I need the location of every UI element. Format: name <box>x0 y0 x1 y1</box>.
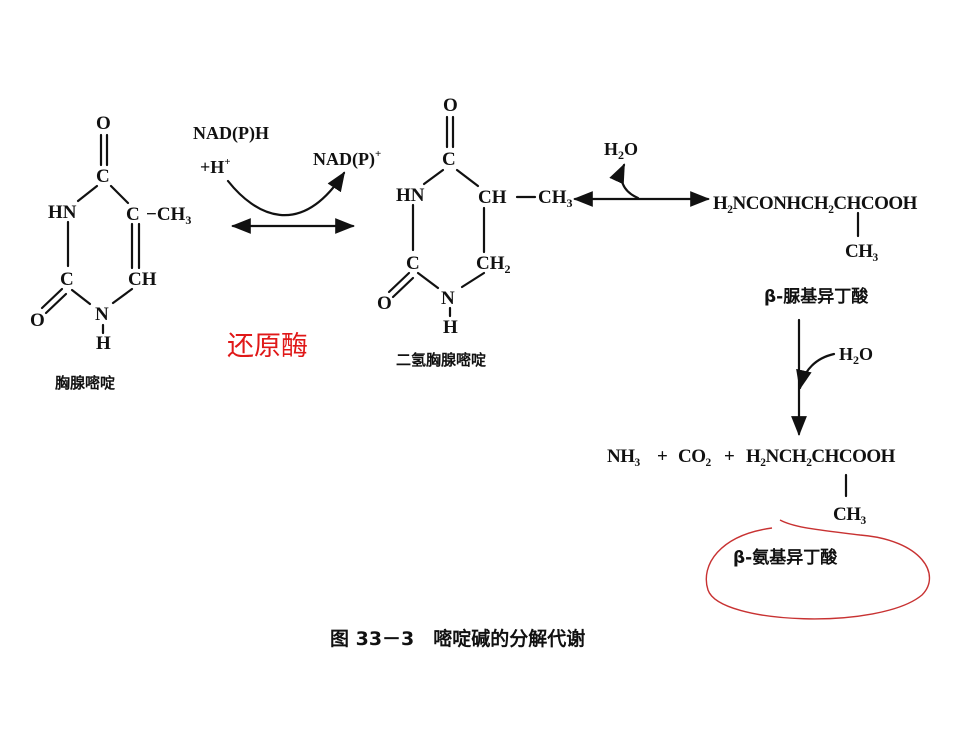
thymine-methyl: −CH3 <box>146 204 192 227</box>
thymine-bonds <box>40 133 141 335</box>
thymine-atom: C <box>60 269 74 290</box>
product-branch: CH₃ <box>833 504 866 525</box>
water-label-right: H2O <box>839 344 874 367</box>
dihydrothymine-atom: CH <box>478 187 507 208</box>
dihydrothymine-bonds <box>387 115 537 318</box>
thymine-atom: CH <box>128 269 157 290</box>
thymine-atom: O <box>96 113 111 134</box>
figure-caption: 图 33－3 嘧啶碱的分解代谢 <box>330 628 586 650</box>
nadp-plus-label: NAD(P)+ <box>313 148 382 169</box>
product-amino-formula: H₂NCH₂CHCOOH <box>746 446 895 467</box>
thymine-atom: H <box>96 333 111 354</box>
annotation-circle <box>705 519 931 620</box>
h-plus-label: +H+ <box>200 156 231 177</box>
dihydrothymine-atom: HN <box>396 185 425 206</box>
thymine-name: 胸腺嘧啶 <box>55 374 116 392</box>
dihydrothymine-atom: H <box>443 317 458 338</box>
ureido-formula: H₂NCONHCH₂CHCOOH <box>713 193 917 214</box>
dihydrothymine-methylene: CH2 <box>476 253 511 276</box>
plus-sign: + <box>657 446 668 467</box>
thymine-atom: N <box>95 304 109 325</box>
dihydrothymine-methyl: CH3 <box>538 187 573 210</box>
plus-sign: + <box>724 446 735 467</box>
thymine-atom: C <box>96 166 110 187</box>
dihydrothymine-atom: O <box>443 95 458 116</box>
dihydrothymine-atom: C <box>442 149 456 170</box>
water-label-top: H2O <box>604 139 639 162</box>
dihydrothymine-atom: C <box>406 253 420 274</box>
nadph-label: NAD(P)H <box>193 123 269 143</box>
enzyme-label: 还原酶 <box>227 331 308 362</box>
dihydrothymine-atom: N <box>441 288 455 309</box>
ureido-branch: CH₃ <box>845 241 878 262</box>
product-co2: CO₂ <box>678 446 711 467</box>
dihydrothymine-name: 二氢胸腺嘧啶 <box>396 351 487 369</box>
thymine-atom: C <box>126 204 140 225</box>
thymine-atom: HN <box>48 202 77 223</box>
ureido-name: β-脲基异丁酸 <box>764 287 869 307</box>
dihydrothymine-atom: O <box>377 293 392 314</box>
product-nh3: NH₃ <box>607 446 640 467</box>
thymine-atom: O <box>30 310 45 331</box>
product-name: β-氨基异丁酸 <box>733 548 838 568</box>
